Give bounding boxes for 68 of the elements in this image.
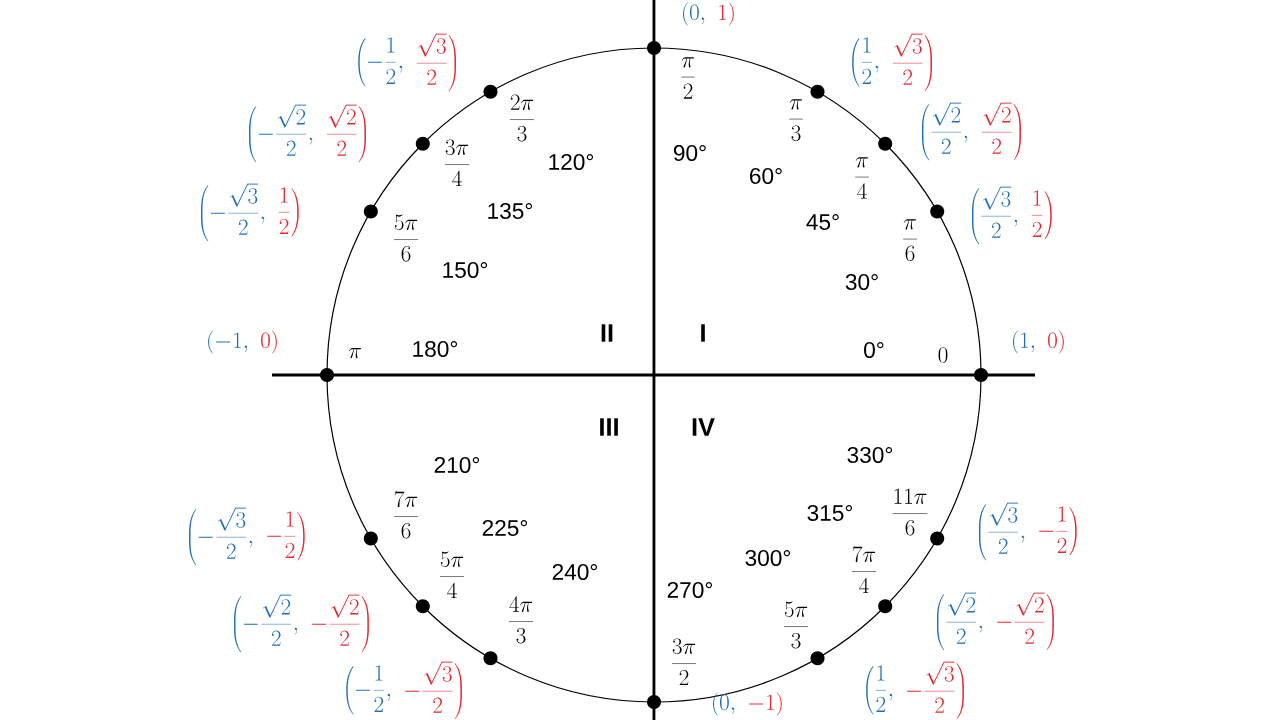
degree-label: 330° [847,446,893,464]
degree-label: 90° [673,144,706,162]
quadrant-numeral: I [701,324,705,342]
quadrant-numeral: III [600,418,618,436]
coordinate-label: $\left(-\frac{1}{2},\right.$ [346,665,391,715]
coordinate-label: $\left.\frac{\sqrt{3}}{2}\right)$ [416,33,456,92]
degree-label: 150° [443,261,488,279]
radian-label: $\frac{2\pi}{3}$ [509,94,535,142]
coordinate-label: $\left(-\frac{\sqrt{3}}{2},\right.$ [189,507,253,566]
degree-label: 210° [434,456,480,474]
radian-label: $\frac{\pi}{4}$ [855,157,869,199]
degree-label: 240° [552,563,598,581]
degree-label: 270° [667,581,713,599]
degree-label: 300° [745,549,791,567]
coordinate-label: $\left(\frac{\sqrt{3}}{2},\right.$ [978,502,1025,561]
coordinate-label: $\left.0\right)$ [1048,330,1064,354]
radian-label: $\frac{5\pi}{6}$ [393,214,419,262]
degree-label: 60° [750,167,782,185]
coordinate-label: $\left(-\frac{\sqrt{2}}{2},\right.$ [234,594,298,653]
coordinate-label: $\left.\frac{1}{2}\right)$ [278,187,299,237]
coordinate-label: $\left.-\frac{\sqrt{3}}{2}\right)$ [405,661,462,720]
coordinate-label: $\left.-\frac{1}{2}\right)$ [1039,506,1077,556]
radian-label: $\frac{\pi}{6}$ [903,219,917,262]
quadrant-numeral: II [601,324,613,342]
radian-label: $\frac{\pi}{3}$ [789,99,803,142]
degree-label: 315° [807,504,853,522]
coordinate-label: $\left(-1,\right.$ [208,330,248,354]
coordinate-label: $\left(-\frac{\sqrt{2}}{2},\right.$ [249,104,313,163]
radian-label: $\frac{4\pi}{3}$ [508,596,534,644]
degree-label: 0° [864,341,884,359]
radian-label: $\frac{5\pi}{4}$ [439,551,465,599]
radian-label: $\frac{5\pi}{3}$ [783,601,809,649]
degree-label: 135° [488,202,533,220]
radian-label: $\frac{11\pi}{6}$ [892,488,928,536]
degree-label: 225° [482,519,528,537]
coordinate-label: $\left(1,\right.$ [1013,330,1035,354]
radian-label: $\pi$ [348,348,361,359]
coordinate-label: $\left(0,\right.$ [683,2,705,26]
coordinate-label: $\left(\frac{1}{2},\right.$ [852,37,879,87]
coordinate-label: $\left(\frac{\sqrt{2}}{2},\right.$ [921,102,968,161]
coordinate-label: $\left.-\frac{\sqrt{2}}{2}\right)$ [312,594,369,653]
coordinate-label: $\left.-\frac{\sqrt{3}}{2}\right)$ [907,661,964,720]
coordinate-label: $\left.-\frac{\sqrt{2}}{2}\right)$ [997,592,1054,651]
coordinate-label: $\left.-1\right)$ [749,692,782,716]
radian-label: $\frac{\pi}{2}$ [681,57,695,99]
radian-label: $\frac{3\pi}{4}$ [444,139,470,187]
coordinate-label: $\left(-\frac{1}{2},\right.$ [358,37,403,87]
coordinate-label: $\left.\frac{\sqrt{2}}{2}\right)$ [326,104,366,163]
degree-label: 120° [549,153,594,171]
coordinate-label: $\left.1\right)$ [719,2,734,26]
quadrant-numeral: IV [692,418,715,436]
degree-label: 30° [845,273,878,291]
coordinate-label: $\left.\frac{\sqrt{3}}{2}\right)$ [892,33,932,92]
coordinate-label: $\left.-\frac{1}{2}\right)$ [267,511,305,561]
coordinate-label: $\left(\frac{\sqrt{2}}{2},\right.$ [936,592,983,651]
coordinate-label: $\left(0,\right.$ [713,692,735,716]
radian-label: $\frac{7\pi}{6}$ [393,491,419,539]
coordinate-label: $\left.0\right)$ [261,330,277,354]
degree-label: 180° [413,340,458,358]
coordinate-label: $\left.\frac{\sqrt{2}}{2}\right)$ [981,102,1021,161]
radian-label: $\frac{3\pi}{2}$ [671,638,697,686]
radian-label: $0$ [938,347,948,363]
coordinate-label: $\left(\frac{1}{2},\right.$ [866,665,893,715]
degree-label: 45° [806,213,839,231]
coordinate-label: $\left(\frac{\sqrt{3}}{2},\right.$ [971,186,1018,245]
radian-label: $\frac{7\pi}{4}$ [851,546,877,594]
coordinate-label: $\left.\frac{1}{2}\right)$ [1031,190,1052,240]
coordinate-label: $\left(-\frac{\sqrt{3}}{2},\right.$ [201,183,265,242]
